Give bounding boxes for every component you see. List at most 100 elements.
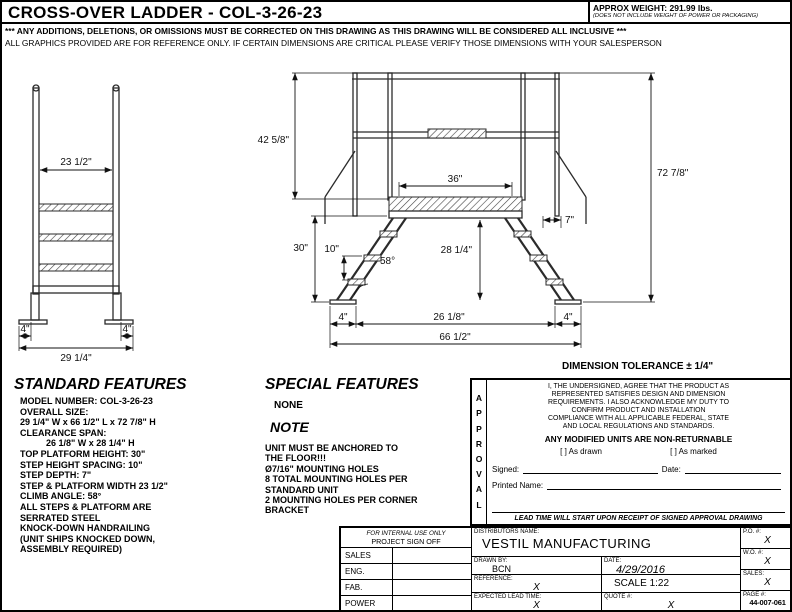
order-numbers-column: P.O. #: X W.O. #: X SALES: X PAGE #: 44-… [741,528,790,610]
reference-row: REFERENCE: X SCALE 1:22 [472,575,740,593]
right-ladder-step-2 [529,254,548,262]
disclaimer-line-1: *** ANY ADDITIONS, DELETIONS, OR OMISSIO… [5,26,627,36]
note-line: THE FLOOR!!! [265,453,326,464]
right-ladder-step-1 [513,230,532,238]
page-label: PAGE #: [743,592,766,598]
printed-name-label: Printed Name: [492,480,544,490]
dim-overall-height-label: 72 7/8" [657,168,689,179]
sign-off-row-sales: SALES [341,548,471,564]
approval-statement: I, THE UNDERSIGNED, AGREE THAT THE PRODU… [547,383,730,431]
project-sign-off-label: PROJECT SIGN OFF [371,537,441,546]
left-ladder-step-2 [363,254,382,262]
dim-overall-length-label: 66 1/2" [439,332,471,343]
dim-front-foot-left-label: 4" [338,312,348,323]
side-foot-plate-left [18,319,48,325]
feature-line: 29 1/4" W x 66 1/2" L x 72 7/8" H [20,417,156,428]
note-line: UNIT MUST BE ANCHORED TO [265,443,399,453]
sales-value: X [764,577,771,588]
feature-line: OVERALL SIZE: [20,406,89,417]
dim-platform-width-label: 36" [448,174,463,185]
side-step-3 [38,263,114,272]
front-foot-plate-left [329,299,357,305]
page-title: CROSS-OVER LADDER - COL-3-26-23 [8,3,323,22]
platform [388,196,523,212]
internal-sign-off-table: FOR INTERNAL USE ONLY PROJECT SIGN OFF S… [341,528,472,610]
wo-label: W.O. #: [743,550,764,556]
dim-step-depth-label: 7" [565,215,575,226]
side-step-1 [38,203,114,212]
sign-off-cell-fab[interactable] [393,580,471,595]
drawn-by-label: DRAWN BY: [474,558,508,564]
expected-lead-time-value: X [533,600,540,611]
dim-handrail-height-label: 42 5/8" [258,135,290,146]
approx-weight: APPROX WEIGHT: 291.99 lbs. [593,3,713,13]
weight-box: APPROX WEIGHT: 291.99 lbs. (DOES NOT INC… [588,2,790,24]
internal-use-header: FOR INTERNAL USE ONLY PROJECT SIGN OFF [341,528,471,548]
technical-drawing: 23 1/2" 4" 4" 29 1/4" [18,72,689,364]
approval-section: APPROVAL I, THE UNDERSIGNED, AGREE THAT … [470,378,790,526]
side-foot-plate-right [104,319,134,325]
sign-off-cell-sales[interactable] [393,548,471,563]
po-row: P.O. #: X [741,528,790,549]
dim-clearance-span-label: 26 1/8" [433,312,465,323]
po-value: X [764,535,771,546]
sign-off-cell-eng[interactable] [393,564,471,579]
dim-clearance-height-label: 28 1/4" [441,245,473,256]
drawing-number: 44-007-061 [749,598,786,607]
distributor-block: DISTRIBUTORS NAME: VESTIL MANUFACTURING … [472,528,741,611]
dim-step-width-label: 23 1/2" [60,157,92,168]
handrail-crossbar [427,128,487,139]
signature-line[interactable] [523,465,658,474]
feature-line: KNOCK-DOWN HANDRAILING [20,523,150,534]
signed-label: Signed: [492,464,520,474]
non-returnable-note: ANY MODIFIED UNITS ARE NON-RETURNABLE [544,433,733,444]
distributor-name-row: DISTRIBUTORS NAME: VESTIL MANUFACTURING [472,528,740,557]
lead-time-note: LEAD TIME WILL START UPON RECEIPT OF SIG… [492,512,785,522]
feature-line: CLIMB ANGLE: 58° [20,491,102,502]
wo-row: W.O. #: X [741,549,790,570]
printed-name-line[interactable] [547,481,781,490]
front-foot-plate-right [554,299,582,305]
approval-choices: [ ] As drawn [ ] As marked [492,447,785,456]
standard-features-heading: STANDARD FEATURES [14,376,187,393]
as-marked-checkbox[interactable]: [ ] As marked [670,446,717,456]
feature-line: SERRATED STEEL [20,512,101,523]
dim-step-spacing-label: 10" [324,244,339,255]
po-label: P.O. #: [743,529,761,535]
scale-value: SCALE 1:22 [614,578,670,589]
printed-name-row: Printed Name: [492,481,785,490]
feature-line: TOP PLATFORM HEIGHT: 30" [20,448,146,459]
sign-off-row-power: POWER [341,596,471,610]
front-view-drawing: 42 5/8" 72 7/8" 36" 30" 10" 58° [258,72,689,348]
feature-line: STEP & PLATFORM WIDTH 23 1/2" [20,480,168,491]
wo-value: X [764,556,771,567]
special-features-heading: SPECIAL FEATURES [265,376,419,393]
as-drawn-checkbox[interactable]: [ ] As drawn [560,446,602,456]
sales-label: SALES: [743,571,765,577]
date-line[interactable] [684,465,781,474]
page-row: PAGE #: 44-007-061 [741,591,790,610]
lead-time-row: EXPECTED LEAD TIME: X QUOTE #: X [472,593,740,611]
left-ladder-step-3 [347,278,366,286]
date-value: 4/29/2016 [616,564,665,576]
title-block: FOR INTERNAL USE ONLY PROJECT SIGN OFF S… [339,526,790,611]
standard-features-list: MODEL NUMBER: COL-3-26-23 OVERALL SIZE: … [20,396,168,555]
approval-vertical-label: APPROVAL [472,380,487,524]
note-line: STANDARD UNIT [265,484,339,495]
feature-line: CLEARANCE SPAN: [20,427,107,438]
sign-off-cell-power[interactable] [393,596,471,610]
feature-line: ASSEMBLY REQUIRED) [20,544,123,555]
reference-value: X [533,582,540,593]
drawn-by-value: BCN [492,564,512,574]
sign-off-row-eng: ENG. [341,564,471,580]
distributors-name-label: DISTRIBUTORS NAME: [474,529,540,535]
dim-side-foot-left-label: 4" [20,324,30,335]
feature-line: STEP HEIGHT SPACING: 10" [20,459,143,470]
internal-use-label: FOR INTERNAL USE ONLY [366,530,446,537]
company-name: VESTIL MANUFACTURING [482,536,652,551]
feature-line: 26 1/8" W x 28 1/4" H [46,438,135,449]
expected-lead-time-label: EXPECTED LEAD TIME: [474,594,542,600]
note-list: UNIT MUST BE ANCHORED TO THE FLOOR!!! Ø7… [265,443,418,516]
date-label: Date: [661,464,681,474]
